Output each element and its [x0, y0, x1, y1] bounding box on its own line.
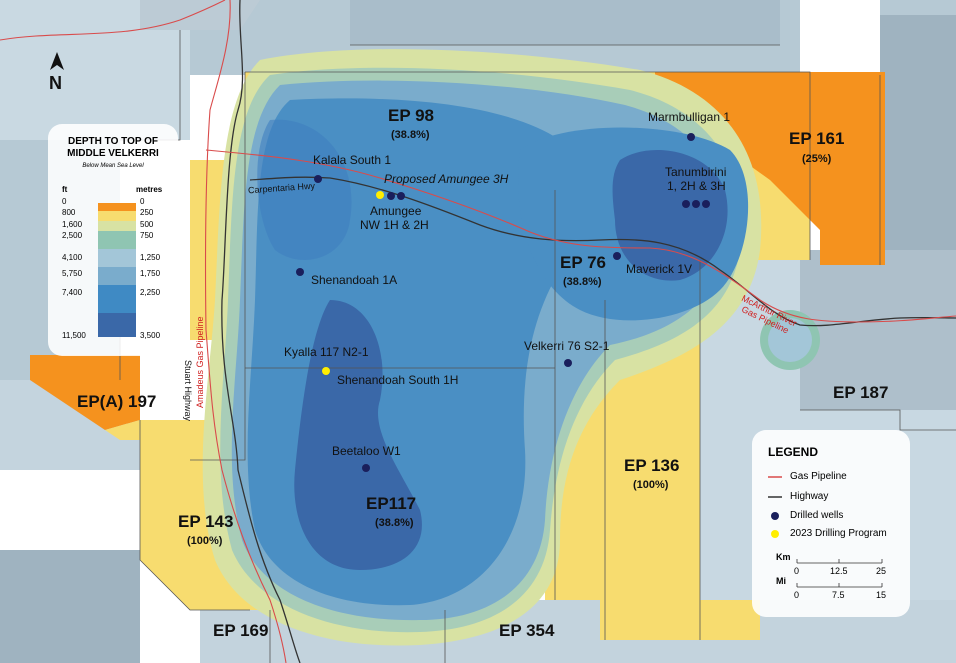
depth-swatch-7: [98, 313, 136, 337]
depth-ft-0: 0: [62, 197, 67, 206]
depth-ft-6: 7,400: [62, 288, 83, 297]
depth-ft-4: 4,100: [62, 253, 83, 262]
depth-ft-1: 800: [62, 208, 76, 217]
permit-ep117: EP117: [366, 494, 417, 513]
depth-ft-2: 1,600: [62, 220, 83, 229]
depth-m-3: 750: [140, 231, 154, 240]
permit-ep76: EP 76: [560, 253, 607, 272]
depth-ft-7: 11,500: [62, 331, 86, 340]
well-dot-marmbulligan: [687, 133, 695, 141]
well-dot-shenandoah-south: [322, 367, 330, 375]
depth-m-7: 3,500: [140, 331, 161, 340]
permit-ep143: EP 143: [178, 512, 234, 531]
well-label-shenandoah-south: Shenandoah South 1H: [337, 373, 459, 387]
scale-mi-label: Mi: [776, 576, 786, 586]
depth-swatch-3: [98, 231, 136, 249]
legend-item-pipeline: Gas Pipeline: [790, 471, 847, 482]
well-label-maverick: Maverick 1V: [626, 262, 693, 276]
permit-ep161-share: (25%): [802, 153, 832, 165]
depth-unit-ft: ft: [62, 185, 68, 194]
legend-title: LEGEND: [768, 445, 819, 459]
well-label-velkerri: Velkerri 76 S2-1: [524, 339, 610, 353]
permit-ep354: EP 354: [499, 621, 555, 640]
permit-ep187: EP 187: [833, 383, 889, 402]
scale-km-0: 0: [794, 566, 800, 576]
well-dot-amungee-3h: [376, 191, 384, 199]
legend-item-program: 2023 Drilling Program: [790, 528, 887, 539]
depth-ft-3: 2,500: [62, 231, 83, 240]
well-label-kalala: Kalala South 1: [313, 153, 392, 167]
permit-ep98-share: (38.8%): [391, 129, 430, 141]
well-dot-shenandoah-1a: [296, 268, 304, 276]
permit-ep169: EP 169: [213, 621, 269, 640]
depth-legend-subtitle: Below Mean Sea Level: [82, 163, 144, 169]
depth-legend-title-1: DEPTH TO TOP OF: [67, 136, 158, 147]
legend-symbols: [768, 476, 883, 588]
permit-ep98: EP 98: [388, 106, 435, 125]
scale-km-2: 25: [876, 566, 887, 576]
depth-m-1: 250: [140, 208, 154, 217]
depth-legend: DEPTH TO TOP OF MIDDLE VELKERRI Below Me…: [48, 124, 178, 356]
scale-km-1: 12.5: [830, 566, 848, 576]
permit-ep143-share: (100%): [187, 535, 223, 547]
legend-drilled-dot: [771, 512, 779, 520]
depth-swatch-6: [98, 285, 136, 313]
depth-m-0: 0: [140, 197, 145, 206]
well-label-beetaloo: Beetaloo W1: [332, 444, 401, 458]
well-label-kyalla: Kyalla 117 N2-1: [284, 345, 369, 359]
legend-item-drilled: Drilled wells: [790, 510, 844, 521]
depth-m-4: 1,250: [140, 253, 161, 262]
permit-ep76-share: (38.8%): [563, 276, 602, 288]
depth-ft-5: 5,750: [62, 269, 83, 278]
label-stuart-hwy: Stuart Highway: [183, 360, 193, 422]
depth-swatch-1: [98, 211, 136, 221]
well-dot-beetaloo: [362, 464, 370, 472]
scale-mi-1: 7.5: [832, 590, 845, 600]
legend-item-highway: Highway: [790, 491, 829, 502]
depth-m-6: 2,250: [140, 288, 161, 297]
map-legend: LEGEND Gas Pipeline Highway Drilled well…: [752, 430, 910, 617]
well-dot-tanumbirini-2h: [692, 200, 700, 208]
scale-mi-2: 15: [876, 590, 887, 600]
well-dot-amungee-2h: [397, 192, 405, 200]
depth-m-5: 1,750: [140, 269, 161, 278]
permit-epa197: EP(A) 197: [77, 392, 157, 411]
well-dot-tanumbirini-3h: [702, 200, 710, 208]
well-dot-tanumbirini-1: [682, 200, 690, 208]
depth-swatch-5: [98, 267, 136, 285]
depth-swatch-4: [98, 249, 136, 267]
well-label-shenandoah-1a: Shenandoah 1A: [311, 273, 398, 287]
well-dot-velkerri: [564, 359, 572, 367]
depth-swatch-2: [98, 221, 136, 231]
well-label-marmbulligan: Marmbulligan 1: [648, 110, 731, 124]
depth-legend-title-2: MIDDLE VELKERRI: [67, 148, 159, 159]
depth-m-2: 500: [140, 220, 154, 229]
well-label-tanumbirini-wells: 1, 2H & 3H: [667, 179, 726, 193]
well-dot-amungee-1h: [387, 192, 395, 200]
well-label-tanumbirini: Tanumbirini: [665, 165, 727, 179]
depth-unit-m: metres: [136, 185, 163, 194]
legend-program-dot: [771, 530, 779, 538]
permit-ep117-share: (38.8%): [375, 517, 414, 529]
depth-swatch-0: [98, 203, 136, 211]
scale-km-label: Km: [776, 552, 791, 562]
well-dot-maverick: [613, 252, 621, 260]
permit-ep136-share: (100%): [633, 479, 669, 491]
well-dot-kalala: [314, 175, 322, 183]
permit-ep161: EP 161: [789, 129, 845, 148]
permit-ep136: EP 136: [624, 456, 680, 475]
label-amadeus-pipeline: Amadeus Gas Pipeline: [195, 316, 205, 408]
well-label-amungee-nw: NW 1H & 2H: [360, 218, 429, 232]
north-label: N: [49, 73, 62, 93]
scale-mi-0: 0: [794, 590, 800, 600]
well-label-amungee-3h: Proposed Amungee 3H: [384, 172, 509, 186]
well-label-amungee: Amungee: [370, 204, 422, 218]
